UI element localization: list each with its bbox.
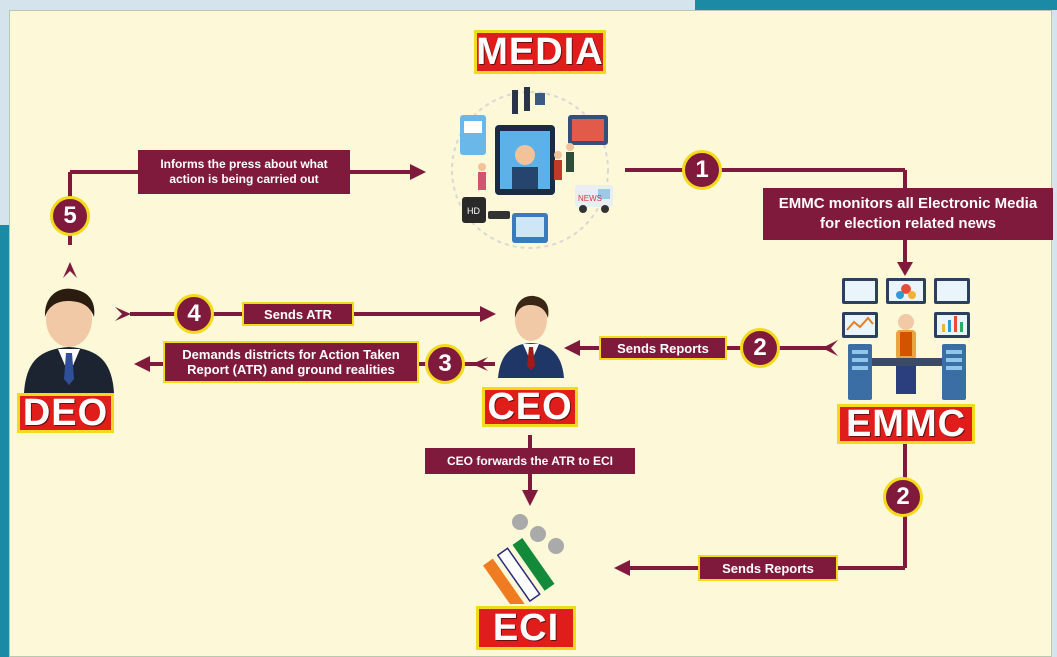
demands-districts-label: Demands districts for Action Taken Repor… xyxy=(163,341,419,383)
sends-atr-label: Sends ATR xyxy=(242,302,354,326)
teal-accent-top xyxy=(695,0,1057,10)
deo-person-icon xyxy=(24,288,114,393)
svg-text:NEWS: NEWS xyxy=(578,194,602,203)
eci-logo-icon xyxy=(483,514,564,604)
media-title: MEDIA xyxy=(474,30,606,74)
svg-text:HD: HD xyxy=(467,206,480,216)
step-4-badge: 4 xyxy=(174,294,214,334)
deo-title: DEO xyxy=(17,393,114,433)
step-1-badge: 1 xyxy=(682,150,722,190)
ceo-forwards-label: CEO forwards the ATR to ECI xyxy=(425,448,635,474)
sends-reports-eci-label: Sends Reports xyxy=(698,555,838,581)
teal-accent-left xyxy=(0,225,10,657)
informs-press-label: Informs the press about what action is b… xyxy=(138,150,350,194)
ceo-person-icon xyxy=(498,295,564,378)
emmc-title: EMMC xyxy=(837,404,975,444)
step-2-badge-eci: 2 xyxy=(883,477,923,517)
step-2-badge-ceo: 2 xyxy=(740,328,780,368)
monitoring-control-room-icon xyxy=(842,278,970,400)
eci-title: ECI xyxy=(476,606,576,650)
step-3-badge: 3 xyxy=(425,344,465,384)
media-collage-icon: HD NEWS xyxy=(451,87,613,249)
emmc-monitors-label: EMMC monitors all Electronic Media for e… xyxy=(763,188,1053,240)
ceo-title: CEO xyxy=(482,387,578,427)
step-5-badge: 5 xyxy=(50,196,90,236)
sends-reports-ceo-label: Sends Reports xyxy=(599,336,727,360)
